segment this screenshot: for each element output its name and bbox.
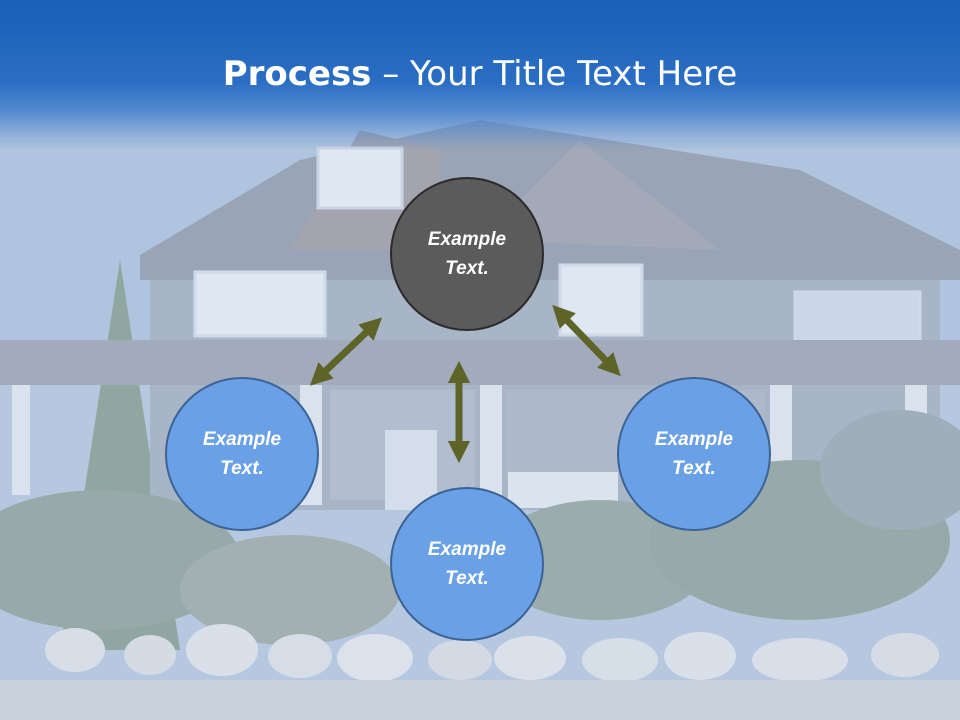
slide-title: Process – Your Title Text Here xyxy=(0,52,960,96)
process-node-right[interactable]: Example Text. xyxy=(617,377,771,531)
title-band xyxy=(0,0,960,150)
node-bottom-label: Example Text. xyxy=(427,539,507,589)
process-node-bottom[interactable]: Example Text. xyxy=(390,487,544,641)
node-center-label: Example Text. xyxy=(427,229,507,279)
process-node-left[interactable]: Example Text. xyxy=(165,377,319,531)
title-bold: Process xyxy=(222,54,372,94)
process-node-center[interactable]: Example Text. xyxy=(390,177,544,331)
title-rest: – Your Title Text Here xyxy=(371,54,738,94)
node-left-label: Example Text. xyxy=(202,429,282,479)
node-right-label: Example Text. xyxy=(654,429,734,479)
